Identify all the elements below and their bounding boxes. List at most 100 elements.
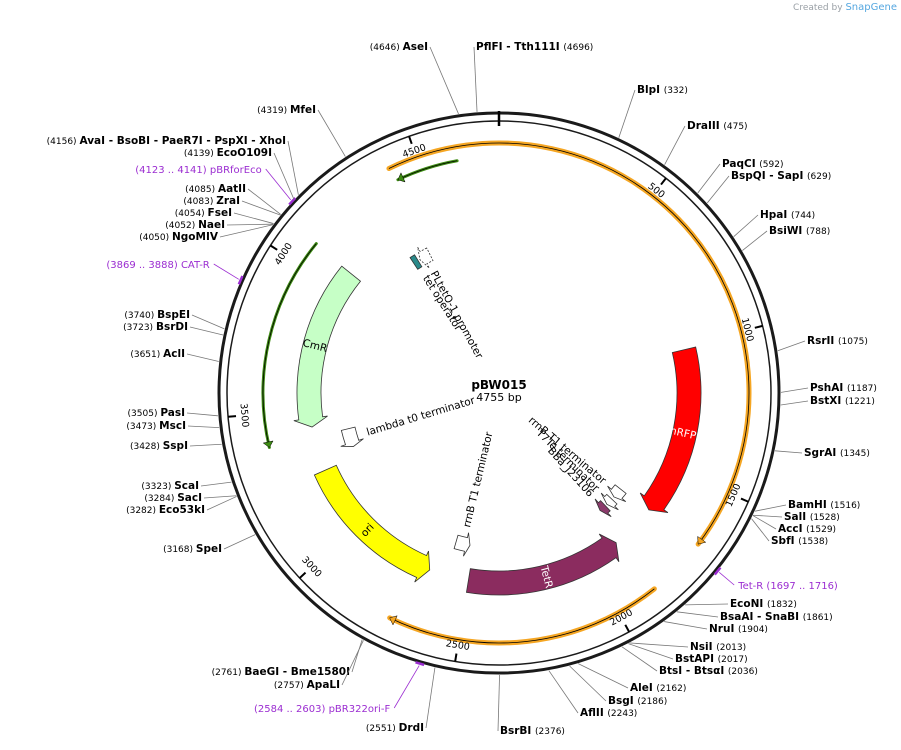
site-label[interactable]: SbfI (1538) [771, 535, 828, 547]
site-label[interactable]: PshAI (1187) [810, 382, 877, 394]
site-label[interactable]: BtsI - BtsαI (2036) [659, 665, 758, 677]
site-label[interactable]: BsgI (2186) [608, 695, 667, 707]
primer-label[interactable]: Tet-R (1697 .. 1716) [737, 581, 838, 592]
feature-lambda-t0-terminator[interactable] [340, 426, 364, 447]
feature-rrnb-t1-terminator[interactable] [453, 532, 471, 557]
site-label[interactable]: PaqCI (592) [722, 158, 784, 170]
site-label[interactable]: EcoNI (1832) [730, 598, 797, 610]
site-label[interactable]: HpaI (744) [760, 209, 815, 221]
site-label[interactable]: (2761) BaeGI - Bme1580I [212, 666, 350, 678]
site-label[interactable]: (3651) AclI [130, 348, 185, 360]
site-leader [191, 314, 225, 330]
site-label[interactable]: AleI (2162) [630, 682, 686, 694]
site-label[interactable]: (2757) ApaLI [274, 679, 340, 691]
feature-ori[interactable] [313, 464, 431, 583]
site-label[interactable]: (3505) PasI [128, 407, 185, 419]
primer-mark[interactable] [237, 275, 244, 285]
site-name: HpaI [760, 209, 791, 221]
site-label[interactable]: (3723) BsrDI [123, 321, 188, 333]
primer-label[interactable]: (2584 .. 2603) pBR322ori-F [254, 704, 390, 715]
site-position: (3505) [128, 409, 161, 419]
site-label[interactable]: BsiWI (788) [769, 225, 830, 237]
primer-name: CAT-R [181, 260, 210, 271]
green-track-top-arrowhead [397, 172, 406, 183]
green-track-left-arrowhead [262, 440, 274, 448]
site-label[interactable]: SgrAI (1345) [804, 447, 870, 459]
feature-rrnb-t1-terminator[interactable] [607, 484, 627, 503]
site-label[interactable]: (4085) AatII [185, 183, 246, 195]
site-label[interactable]: (3473) MscI [126, 420, 186, 432]
site-name: - Tth111I [506, 41, 563, 53]
site-label[interactable]: (4052) NaeI [165, 219, 225, 231]
feature-t7te-terminator[interactable] [600, 492, 619, 511]
site-label[interactable]: (4319) MfeI [257, 104, 316, 116]
site-label[interactable]: (3168) SpeI [163, 543, 222, 555]
site-name: AflII [580, 707, 607, 719]
site-name: EcoNI [730, 598, 767, 610]
feature-cmr[interactable] [293, 265, 362, 428]
site-leader [187, 425, 220, 429]
site-label[interactable]: BlpI (332) [637, 84, 688, 96]
site-leader [774, 450, 803, 454]
site-leader [621, 646, 658, 672]
site-position: (2017) [718, 655, 748, 665]
site-label[interactable]: NsiI (2013) [690, 641, 746, 653]
tick-mark [660, 177, 667, 186]
site-label[interactable]: (3740) BspEI [124, 309, 190, 321]
site-label[interactable]: (4054) FseI [175, 207, 232, 219]
primer-label[interactable]: (4123 .. 4141) pBRforEco [135, 165, 261, 176]
feature-tetr[interactable] [465, 533, 620, 596]
site-label[interactable]: (3428) SspI [130, 440, 188, 452]
site-position: (1538) [798, 537, 828, 547]
site-position: (788) [806, 227, 830, 237]
site-label[interactable]: (4646) AseI [370, 41, 428, 53]
site-leader [752, 515, 777, 530]
orange-track-top-arrowhead [697, 535, 707, 545]
feature-bba-j23106[interactable] [594, 498, 612, 518]
feature-tet-operator[interactable] [409, 254, 423, 270]
site-label[interactable]: PflFI - Tth111I (4696) [476, 41, 593, 53]
site-label[interactable]: (2551) DrdI [366, 722, 424, 734]
site-label[interactable]: (3282) Eco53kI [126, 504, 205, 516]
site-label[interactable]: RsrII (1075) [807, 335, 868, 347]
site-name: MfeI [290, 104, 316, 116]
feature-plteto-1-promoter[interactable] [417, 246, 434, 269]
site-position: (4085) [185, 185, 218, 195]
site-name: BlpI [637, 84, 664, 96]
site-label[interactable]: BstAPI (2017) [675, 653, 748, 665]
site-label[interactable]: NruI (1904) [709, 623, 768, 635]
site-position: (475) [723, 122, 747, 132]
primer-label[interactable]: (3869 .. 3888) CAT-R [106, 260, 209, 271]
site-label[interactable]: (4083) ZraI [183, 195, 240, 207]
site-label[interactable]: AccI (1529) [778, 523, 836, 535]
site-label[interactable]: AflII (2243) [580, 707, 637, 719]
site-label[interactable]: BamHI (1516) [788, 499, 860, 511]
site-label[interactable]: BspQI - SapI (629) [731, 170, 831, 182]
tick-mark [454, 653, 458, 662]
site-leader [473, 46, 478, 112]
site-label[interactable]: (4156) AvaI - BsoBI - PaeR7I - PspXI - X… [47, 135, 286, 147]
site-position: (3284) [144, 494, 177, 504]
feature-label-tetr: TetR [537, 564, 554, 590]
site-label[interactable]: (3323) ScaI [141, 480, 199, 492]
tick-mark [624, 624, 631, 633]
primer-name: Tet-R [737, 581, 766, 592]
site-label[interactable]: BsrBI (2376) [500, 725, 565, 737]
primer-mark[interactable] [415, 661, 425, 667]
site-leader [742, 230, 768, 251]
site-leader [707, 175, 730, 204]
site-label[interactable]: BsaAI - SnaBI (1861) [720, 611, 833, 623]
site-label[interactable]: BstXI (1221) [810, 395, 875, 407]
site-label[interactable]: DraIII (475) [687, 120, 748, 132]
site-label[interactable]: SalI (1528) [784, 511, 840, 523]
tick-label: 4000 [273, 241, 295, 267]
site-label[interactable]: (3284) SacI [144, 492, 202, 504]
primer-pos: (3869 .. 3888) [106, 260, 181, 271]
site-leader [754, 504, 787, 512]
site-label[interactable]: (4139) EcoO109I [184, 147, 272, 159]
site-label[interactable]: (4050) NgoMIV [139, 231, 219, 243]
primer-mark[interactable] [713, 566, 722, 576]
feature-label-plteto-1-promoter: PLtetO-1 promoter [428, 269, 486, 361]
feature-mrfp1[interactable] [639, 346, 702, 514]
site-position: (2013) [716, 643, 746, 653]
